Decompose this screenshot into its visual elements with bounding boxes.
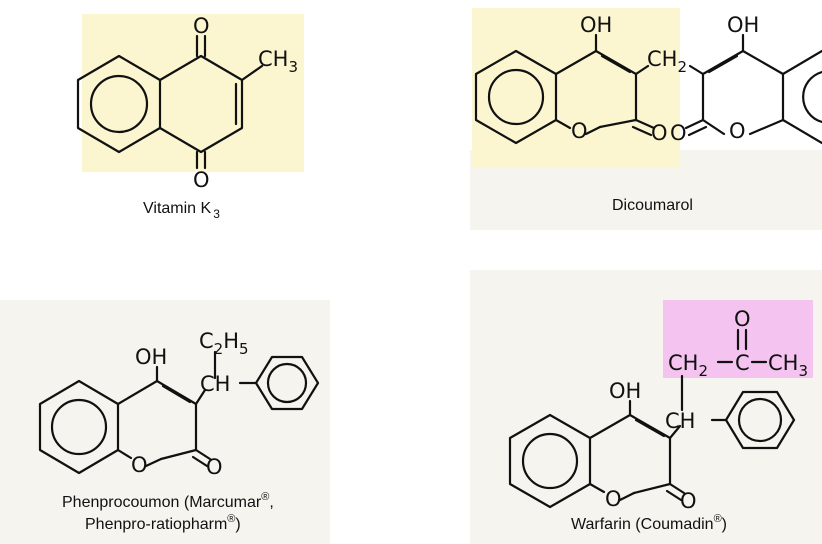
phenprocoumon-ch: CH	[200, 372, 230, 396]
dicoumarol-left-ring-oxygen: O	[571, 119, 588, 143]
phenprocoumon-ring-oxygen: O	[131, 453, 148, 477]
dicoumarol-right-ring-oxygen: O	[729, 119, 746, 143]
warfarin-ch3: CH3	[768, 351, 808, 380]
warfarin-oh: OH	[609, 379, 641, 403]
dicoumarol-ch2-bridge: CH2	[647, 47, 687, 76]
dicoumarol-caption: Dicoumarol	[612, 197, 693, 214]
phenprocoumon-caption-line2: Phenpro-ratiopharm®)	[85, 513, 241, 533]
vitamin-k3-methyl: CH3	[258, 47, 298, 76]
phenprocoumon-structure	[38, 350, 320, 475]
dicoumarol-right-carbonyl-oxygen: O	[670, 121, 687, 145]
dicoumarol-highlight	[472, 8, 680, 168]
warfarin-ring-oxygen: O	[605, 487, 622, 511]
phenprocoumon-caption-line1: Phenprocoumon (Marcumar®,	[62, 491, 274, 511]
dicoumarol-left-carbonyl-oxygen: O	[651, 121, 668, 145]
phenprocoumon-ethyl: C2H5	[199, 329, 249, 358]
warfarin-structure	[508, 328, 796, 509]
dicoumarol-left-oh: OH	[580, 13, 612, 37]
warfarin-ch2: CH2	[668, 351, 708, 380]
vitamin-k3-bottom-oxygen: O	[193, 168, 210, 192]
phenprocoumon-carbonyl-oxygen: O	[206, 455, 223, 479]
vitamin-k3-top-oxygen: O	[193, 14, 210, 38]
warfarin-caption: Warfarin (Coumadin®)	[571, 513, 727, 533]
warfarin-carbonyl-carbon: C	[735, 351, 750, 375]
phenprocoumon-oh: OH	[135, 345, 167, 369]
dicoumarol-right-oh: OH	[727, 13, 759, 37]
faint-background-left	[0, 300, 330, 544]
vitamin-k3-highlight	[82, 14, 304, 172]
warfarin-ch: CH	[665, 409, 695, 433]
dicoumarol-structure	[474, 33, 822, 145]
warfarin-carbonyl-oxygen: O	[680, 489, 697, 513]
warfarin-ketone-oxygen: O	[734, 307, 751, 331]
vitamin-k3-structure	[76, 34, 264, 170]
